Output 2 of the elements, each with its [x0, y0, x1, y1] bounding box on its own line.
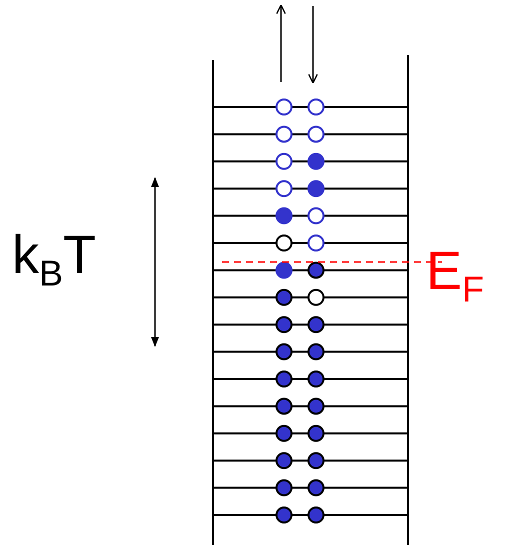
- energy-label: E$_{F}$: [426, 244, 484, 308]
- energy-label: k$_{B}$T: [12, 228, 96, 292]
